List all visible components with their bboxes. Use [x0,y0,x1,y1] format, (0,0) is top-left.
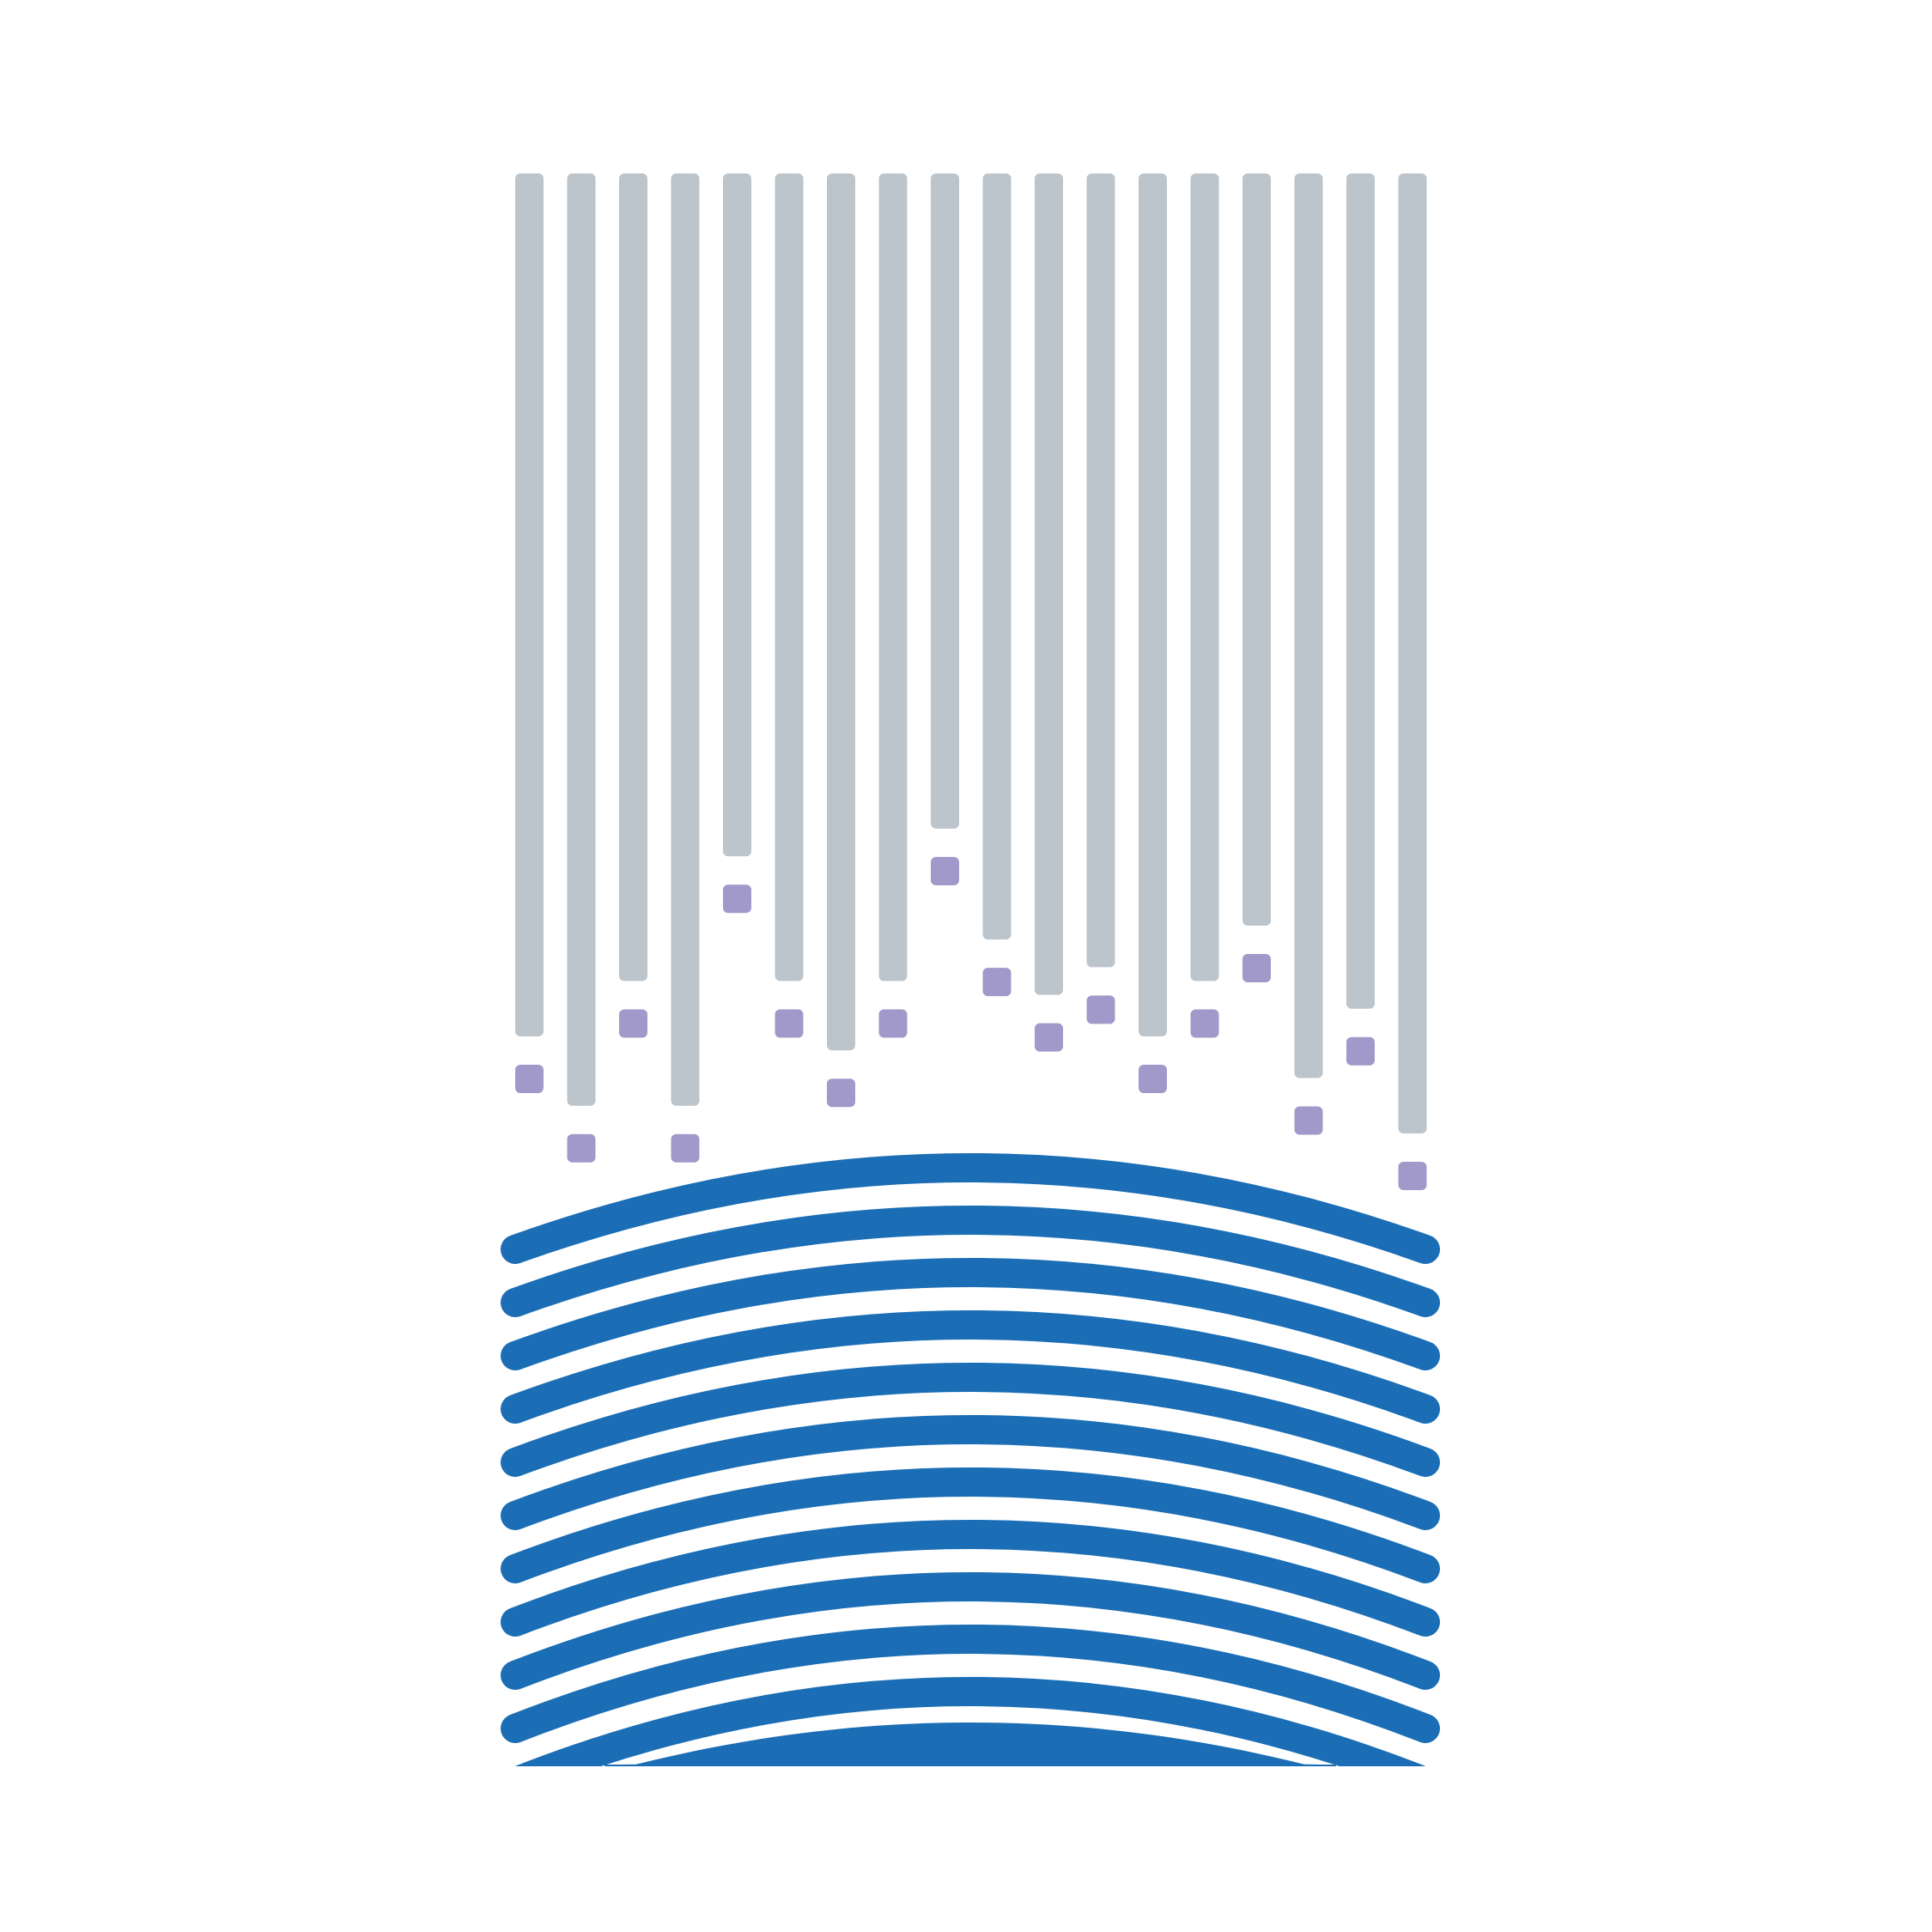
stripe-5 [723,173,751,857]
stripe-3 [619,173,647,981]
square-1 [515,1065,544,1093]
square-group [515,857,1427,1190]
stripe-10 [982,173,1012,940]
arc-1 [501,1153,1440,1264]
stripe-group [515,173,1427,1133]
arc-6 [501,1415,1440,1530]
stripe-18 [1398,173,1427,1133]
stripe-13 [1139,173,1167,1036]
arc-group [0,1153,1932,1932]
square-13 [1139,1065,1167,1093]
stripe-11 [1035,173,1063,995]
arc-8 [501,1520,1440,1637]
stripe-2 [567,173,596,1106]
arc-2 [501,1206,1440,1317]
stripe-17 [1346,173,1375,1009]
stripe-4 [671,173,700,1106]
stripe-7 [827,173,855,1051]
square-11 [1035,1023,1063,1052]
square-12 [1086,995,1115,1024]
square-18 [1398,1162,1427,1190]
stripe-1 [515,173,544,1036]
bottom-arc-1 [605,1722,1336,1768]
square-2 [567,1133,596,1163]
baseline-mask [0,1766,1932,1932]
square-16 [1294,1106,1323,1135]
stripe-15 [1242,173,1271,926]
square-3 [619,1009,647,1038]
stripe-12 [1086,173,1115,968]
square-9 [931,857,959,885]
stripe-8 [878,173,908,981]
stripe-9 [931,173,959,829]
square-7 [827,1078,855,1108]
arc-11 [501,1677,1440,1796]
arc-7 [501,1467,1440,1583]
arc-9 [501,1572,1440,1690]
square-6 [775,1009,804,1038]
stripe-16 [1294,173,1323,1078]
stripe-6 [775,173,804,981]
stripe-14 [1190,173,1219,981]
square-8 [878,1009,908,1038]
square-5 [723,884,751,914]
arc-4 [501,1310,1440,1424]
arc-3 [501,1258,1440,1370]
square-15 [1242,954,1271,982]
arc-10 [501,1625,1440,1743]
arc-5 [501,1363,1440,1477]
square-4 [671,1133,700,1163]
square-17 [1346,1036,1375,1066]
bottom-arc-2 [780,1750,1161,1768]
square-10 [982,968,1012,997]
square-14 [1190,1009,1219,1038]
